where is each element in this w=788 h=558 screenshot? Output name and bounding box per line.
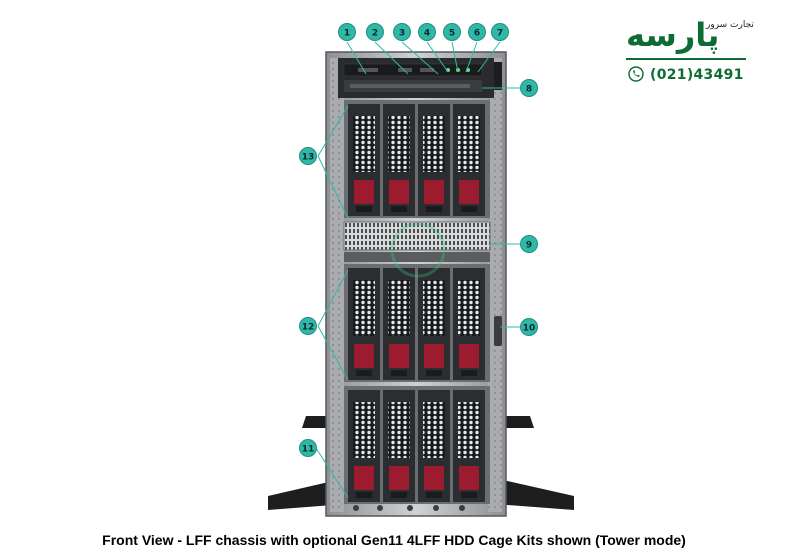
callout-6: 6 bbox=[468, 23, 486, 41]
drive-cage-middle bbox=[344, 264, 490, 382]
drive-bay bbox=[418, 268, 450, 380]
watermark-emblem bbox=[390, 222, 446, 278]
brand-logo-text: پارسه bbox=[626, 16, 720, 54]
callout-3: 3 bbox=[393, 23, 411, 41]
phone-number: (021)43491 bbox=[650, 67, 744, 83]
drive-cage-bottom bbox=[344, 386, 490, 504]
svg-text:1: 1 bbox=[344, 29, 350, 39]
svg-text:4: 4 bbox=[424, 29, 430, 39]
drive-bay bbox=[418, 104, 450, 216]
drive-bay bbox=[383, 390, 415, 502]
svg-text:6: 6 bbox=[474, 29, 480, 39]
drive-bay bbox=[418, 390, 450, 502]
drive-bay bbox=[348, 104, 380, 216]
leader-lines bbox=[315, 41, 520, 499]
drive-cage-top bbox=[344, 100, 490, 218]
callout-10: 10 bbox=[520, 318, 538, 336]
svg-text:13: 13 bbox=[302, 153, 315, 163]
drive-bay bbox=[453, 268, 485, 380]
callout-2: 2 bbox=[366, 23, 384, 41]
drive-bay bbox=[383, 104, 415, 216]
callout-1: 1 bbox=[338, 23, 356, 41]
callout-7: 7 bbox=[491, 23, 509, 41]
drive-bay bbox=[453, 104, 485, 216]
svg-text:7: 7 bbox=[497, 29, 503, 39]
svg-text:9: 9 bbox=[526, 241, 532, 251]
callout-8: 8 bbox=[520, 79, 538, 97]
svg-text:3: 3 bbox=[399, 29, 405, 39]
drive-bay bbox=[348, 390, 380, 502]
callout-5: 5 bbox=[443, 23, 461, 41]
svg-text:12: 12 bbox=[302, 323, 315, 333]
figure-caption: Front View - LFF chassis with optional G… bbox=[102, 532, 686, 548]
drive-bay bbox=[383, 268, 415, 380]
callout-13: 13 bbox=[299, 147, 317, 165]
drive-bay bbox=[348, 268, 380, 380]
svg-text:2: 2 bbox=[372, 29, 378, 39]
callout-11: 11 bbox=[299, 439, 317, 457]
brand-underline bbox=[626, 58, 746, 60]
callout-12: 12 bbox=[299, 317, 317, 335]
brand-tagline: تجارت سرور bbox=[706, 20, 754, 30]
svg-text:5: 5 bbox=[449, 29, 455, 39]
svg-text:10: 10 bbox=[523, 324, 536, 334]
svg-text:11: 11 bbox=[302, 445, 315, 455]
drive-bay bbox=[453, 390, 485, 502]
callout-9: 9 bbox=[520, 235, 538, 253]
svg-text:8: 8 bbox=[526, 85, 532, 95]
callout-4: 4 bbox=[418, 23, 436, 41]
phone-icon bbox=[628, 66, 644, 82]
